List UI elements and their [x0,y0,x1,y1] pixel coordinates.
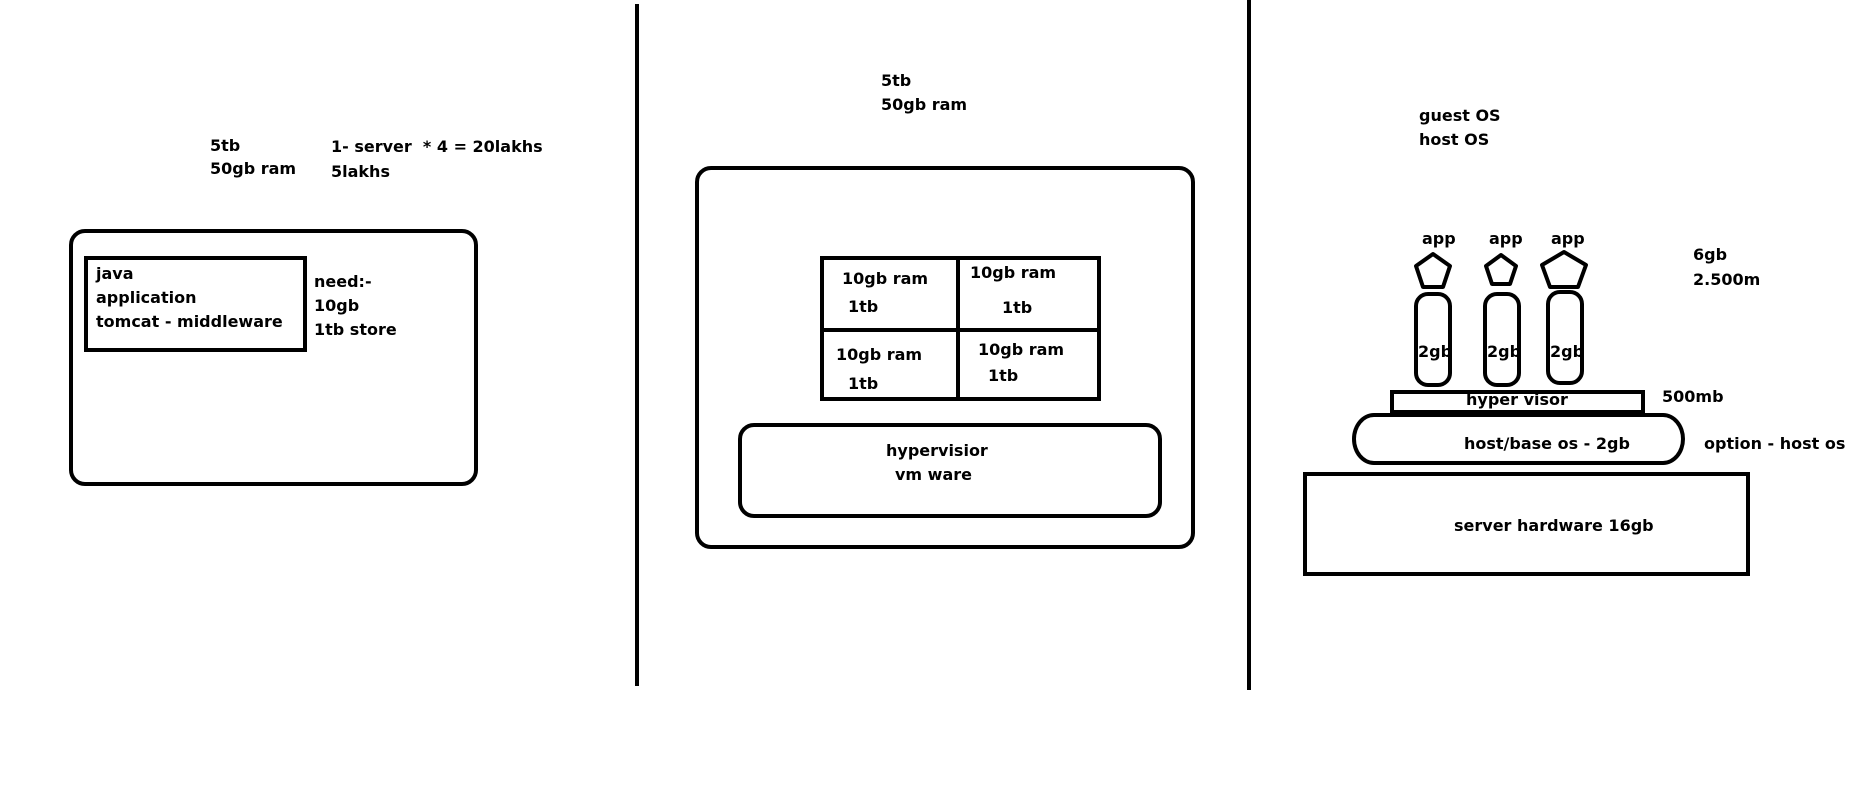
left-spec-storage: 5tb [210,136,241,155]
app-3-container: 2gb [1546,290,1584,385]
vm-box-4 [956,328,1101,401]
middle-spec-storage: 5tb [881,71,912,90]
host-os-box-label: host/base os - 2gb [1464,434,1630,453]
app-1-label: app [1422,229,1456,248]
guest-os-label: guest OS [1419,106,1501,125]
divider-right [1247,0,1251,690]
need-storage: 1tb store [314,320,397,339]
app-1-mem: 2gb [1418,342,1453,361]
vm-2-store: 1tb [1002,298,1033,317]
app-3-label: app [1551,229,1585,248]
vm-3-store: 1tb [848,374,879,393]
total-mem-label: 6gb [1693,245,1728,264]
server-hardware-box [1303,472,1750,576]
left-spec-ram: 50gb ram [210,159,297,178]
vm-4-ram: 10gb ram [978,340,1065,359]
app-1-container: 2gb [1414,292,1452,387]
right-hypervisor-size: 500mb [1662,387,1724,406]
virtualized-server-box [695,166,1195,549]
vm-2-ram: 10gb ram [970,263,1057,282]
host-os-label: host OS [1419,130,1490,149]
physical-server-box [69,229,478,486]
vm-3-ram: 10gb ram [836,345,923,364]
app-2-head-icon [1484,253,1518,286]
left-cost-total: 1- server * 4 = 20lakhs [331,137,543,156]
server-hardware-label: server hardware 16gb [1454,516,1654,535]
hypervisor-product: vm ware [895,465,972,484]
hypervisor-label: hypervisior [886,441,988,460]
app-tomcat-label: tomcat - middleware [96,312,283,331]
right-hypervisor-label: hyper visor [1466,390,1568,409]
app-2-mem: 2gb [1487,342,1522,361]
app-2-label: app [1489,229,1523,248]
host-os-box [1352,413,1685,465]
app-2-container: 2gb [1483,292,1521,387]
vm-4-store: 1tb [988,366,1019,385]
total-mem-alt-label: 2.500m [1693,270,1761,289]
divider-left [635,4,639,686]
host-os-option-label: option - host os [1704,434,1846,453]
vm-1-store: 1tb [848,297,879,316]
need-ram: 10gb [314,296,360,315]
right-hypervisor-box [1390,390,1645,414]
hypervisor-box [738,423,1162,518]
need-heading: need:- [314,272,372,291]
app-3-mem: 2gb [1550,342,1585,361]
left-cost-unit: 5lakhs [331,162,390,181]
application-box [84,256,307,352]
app-1-head-icon [1414,252,1452,289]
vm-1-ram: 10gb ram [842,269,929,288]
app-java-label: java [96,264,134,283]
middle-spec-ram: 50gb ram [881,95,968,114]
app-application-label: application [96,288,197,307]
app-3-head-icon [1540,250,1588,289]
